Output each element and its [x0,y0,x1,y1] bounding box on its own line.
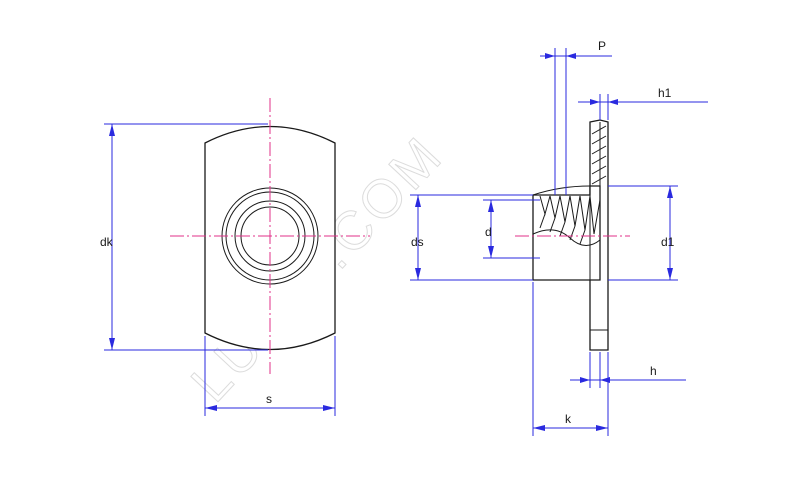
p-arrow-right [566,53,576,59]
dk-label: dk [100,235,114,249]
dk-arrow-top [109,124,115,136]
h1-arrow-left [590,99,600,105]
front-view: dk s [100,98,370,416]
ds-arrow-bottom [415,268,421,280]
k-label: k [565,412,572,426]
side-view: P h1 ds d d1 h [410,39,708,436]
thread-teeth [539,195,601,245]
s-label: s [266,392,272,406]
d-arrow-bottom [488,246,494,258]
boss-top-chamfer [532,185,591,196]
d1-arrow-top [667,186,673,198]
d-arrow-top [488,200,494,212]
s-arrow-left [205,405,217,411]
h1-arrow-right [608,99,618,105]
d1-label: d1 [661,235,675,249]
p-label: P [598,39,606,53]
s-arrow-right [323,405,335,411]
d1-arrow-bottom [667,268,673,280]
k-arrow-left [533,425,545,431]
h-arrow-left [580,377,590,383]
d-label: d [485,225,492,239]
p-arrow-left [545,53,555,59]
k-arrow-right [596,425,608,431]
ds-label: ds [411,235,424,249]
h-label: h [650,364,657,378]
ds-arrow-top [415,195,421,207]
flange-hatch [591,125,607,185]
h1-label: h1 [658,86,672,100]
dk-arrow-bottom [109,338,115,350]
thread-cutaway-curve [532,229,601,246]
